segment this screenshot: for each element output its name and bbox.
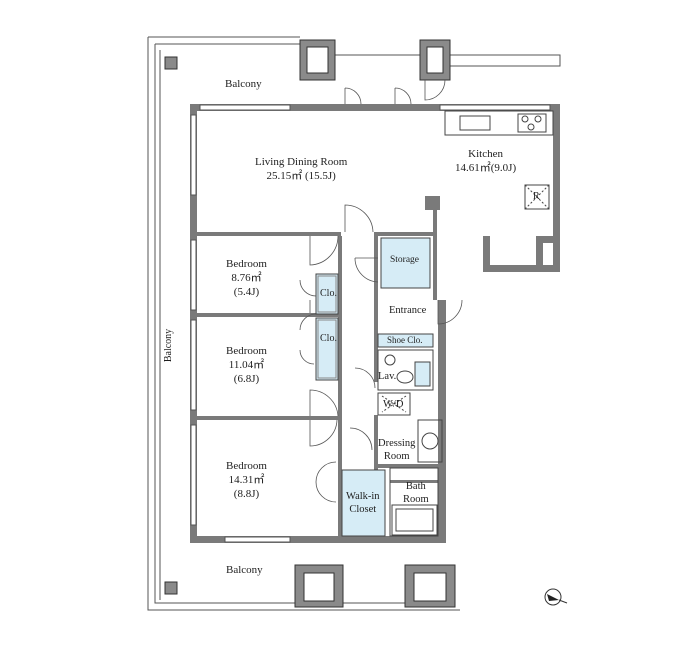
kitchen-counter (444, 110, 554, 136)
dressing-room-label: Dressing Room (378, 437, 415, 463)
wall-bed2-bed3 (197, 416, 341, 420)
closet1-label: Clo. (320, 288, 337, 299)
kitchen-column (425, 196, 440, 210)
lav-area (377, 349, 434, 391)
kitchen-sink (459, 115, 491, 131)
bedroom1-name: Bedroom (226, 258, 267, 270)
balcony-bottom-label: Balcony (226, 564, 263, 576)
ldk-label: Living Dining Room 25.15㎡ (15.5J) (255, 156, 347, 184)
ldk-name: Living Dining Room (255, 156, 348, 168)
bath-room-label: Bath Room (403, 480, 429, 506)
bathtub (391, 504, 438, 536)
lav-basin (384, 354, 396, 366)
closet2-label: Clo. (320, 333, 337, 344)
walk-in-closet-label: Walk-in Closet (346, 490, 380, 516)
dressing-sink (417, 419, 443, 463)
storage-label: Storage (390, 255, 420, 265)
kitchen-label: Kitchen 14.61㎡(9.0J) (455, 148, 516, 176)
bedroom2-label: Bedroom 11.04㎡ (6.8J) (226, 345, 267, 386)
wall-corridor-left (338, 236, 342, 536)
dressing-room-line2: Room (383, 451, 410, 463)
kitchen-name: Kitchen (468, 148, 503, 160)
bedroom1-label: Bedroom 8.76㎡ (5.4J) (226, 258, 267, 299)
ldk-area: 25.15㎡ (15.5J) (266, 169, 336, 182)
bedroom1-jo: (5.4J) (233, 285, 260, 298)
balcony-top-label: Balcony (225, 78, 262, 90)
kitchen-area: 14.61㎡(9.0J) (455, 161, 517, 174)
balcony-left-label: Balcony (163, 328, 175, 363)
closet2-fill (315, 317, 339, 381)
lav-cabinet-fill (414, 361, 431, 387)
wall-corridor-right (374, 232, 378, 382)
wall-bottom (190, 536, 445, 543)
wall-bed1-bed2 (197, 313, 341, 317)
fridge (524, 184, 550, 210)
bedroom1-area: 8.76㎡ (231, 271, 262, 284)
storage-fill (380, 237, 431, 289)
bath-room-line1: Bath (405, 481, 426, 492)
entrance-label: Entrance (389, 305, 427, 316)
wall-ldk-bedroom (197, 232, 341, 236)
bedroom3-name: Bedroom (226, 460, 267, 472)
wall-kitchen-step (483, 265, 560, 272)
bedroom2-name: Bedroom (226, 345, 267, 357)
balcony-outline-inner (154, 43, 455, 604)
bedroom3-area: 14.31㎡ (228, 473, 265, 486)
closet1-fill (315, 273, 339, 315)
washer-label: W/D (383, 399, 404, 410)
bath-room-line2: Room (403, 494, 429, 506)
bedroom3-jo: (8.8J) (233, 487, 260, 500)
toilet (396, 370, 414, 384)
compass-icon (544, 588, 568, 606)
shoe-closet-fill (377, 333, 434, 348)
fridge-label: R (533, 191, 540, 202)
balcony-outline-outer (147, 36, 561, 611)
dressing-room-line1: Dressing (378, 438, 416, 449)
bedroom3-label: Bedroom 14.31㎡ (8.8J) (226, 460, 267, 501)
bedroom2-area: 11.04㎡ (228, 358, 265, 371)
walk-in-closet-line1: Walk-in (346, 491, 380, 502)
bedroom2-jo: (6.8J) (233, 372, 260, 385)
lavatory-label: Lav. (378, 371, 397, 382)
washer-box (377, 392, 411, 416)
wall-top (190, 104, 560, 111)
walk-in-closet-line2: Closet (349, 504, 377, 516)
bath-room-area (389, 467, 439, 537)
stove (517, 113, 547, 133)
walk-in-closet-fill (341, 469, 386, 537)
wall-kitchen-step-v (483, 236, 490, 271)
shoe-closet-label: Shoe Clo. (387, 335, 423, 345)
wall-right-kitchen (553, 104, 560, 272)
